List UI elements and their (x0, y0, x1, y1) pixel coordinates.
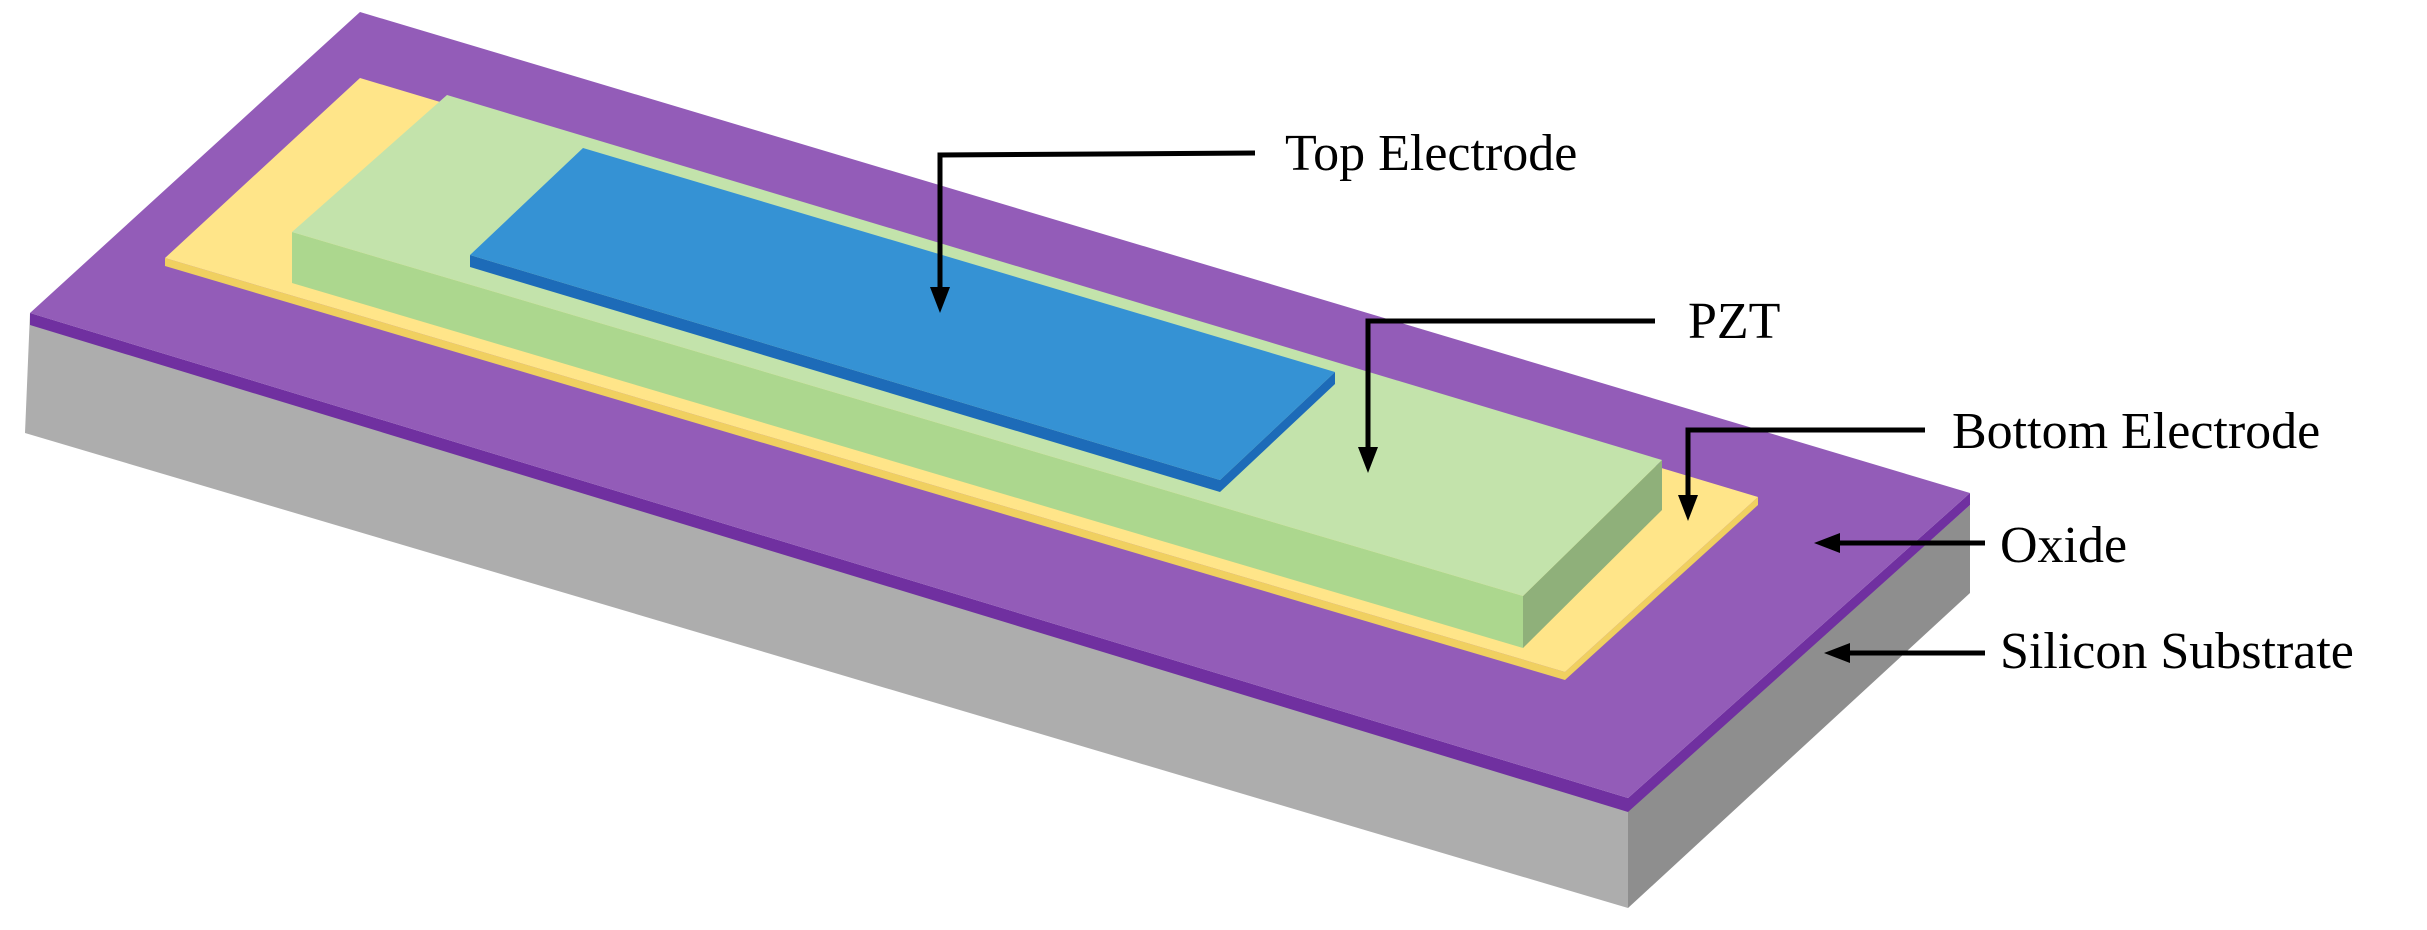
bottom-electrode-right-edge (1565, 497, 1758, 680)
bottom-electrode-label: Bottom Electrode (1952, 403, 2320, 460)
pzt-right-face (1523, 460, 1662, 648)
top-electrode-leader-line (937, 150, 1256, 290)
silicon-substrate-leader (1824, 643, 1985, 663)
top-electrode-label: Top Electrode (1285, 125, 1577, 182)
top-electrode-layer (470, 148, 1335, 492)
silicon-substrate-label: Silicon Substrate (2000, 623, 2354, 680)
pzt-leader (1358, 318, 1655, 473)
bottom-electrode-front-edge (165, 258, 1565, 680)
top-electrode-leader (930, 150, 1256, 313)
substrate-front-face (25, 313, 1628, 908)
silicon-substrate-arrowhead (1824, 643, 1850, 663)
top-electrode-top-face (470, 148, 1335, 480)
bottom-electrode-leader-line (1685, 427, 1925, 498)
oxide-leader (1814, 533, 1985, 553)
pzt-arrowhead (1358, 447, 1378, 473)
bottom-electrode-leader (1678, 427, 1925, 521)
top-electrode-arrowhead (930, 287, 950, 313)
substrate-right-face (1628, 505, 1970, 908)
pzt-label: PZT (1688, 293, 1780, 350)
top-electrode-front-edge (470, 255, 1220, 492)
oxide-right-edge (1628, 493, 1970, 812)
bottom-electrode-arrowhead (1678, 495, 1698, 521)
pzt-front-face (292, 232, 1523, 648)
top-electrode-right-edge (1220, 372, 1335, 492)
oxide-front-edge (30, 313, 1628, 812)
pzt-leader-line (1365, 318, 1655, 450)
oxide-arrowhead (1814, 533, 1840, 553)
silicon-substrate (25, 313, 1970, 908)
oxide-label: Oxide (2000, 517, 2127, 574)
